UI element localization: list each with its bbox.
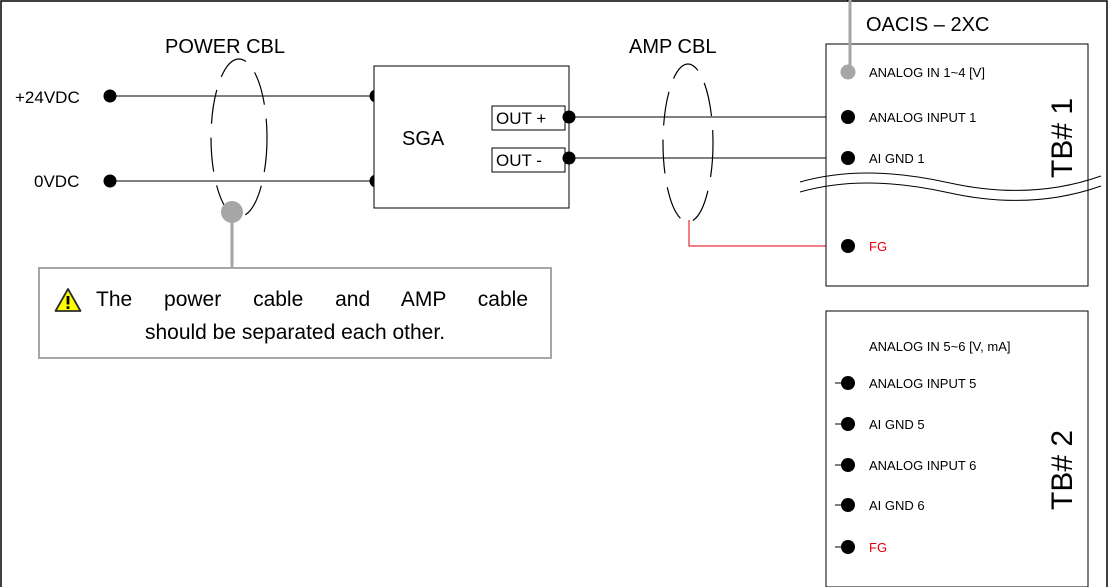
wire-fg-drain (688, 220, 848, 247)
power-shield-marker (221, 201, 243, 223)
sga-label: SGA (402, 128, 445, 150)
tb2-pin-ai-gnd-6 (835, 498, 855, 512)
tb2-pin-label-ai-gnd-5: AI GND 5 (869, 417, 925, 432)
sga-out-minus-box (491, 147, 566, 173)
tb1-label: TB# 1 (1046, 98, 1079, 178)
sga-box (373, 65, 570, 209)
power-plus-label: +24VDC (15, 88, 80, 107)
sga-out-plus-box (491, 105, 566, 131)
tb1-pin-label-fg: FG (869, 239, 887, 254)
tb1-pin-analog-input-1 (841, 110, 855, 124)
tb1-box (825, 43, 1089, 287)
tb2-label: TB# 2 (1046, 430, 1079, 510)
tb1-break-mark-lower (799, 182, 1102, 202)
tb2-pin-label-fg: FG (869, 540, 887, 555)
tb1-pin-ai-gnd-1 (841, 151, 855, 165)
amp-cable-label: AMP CBL (629, 36, 716, 58)
tb2-pin-label-analog-input-6: ANALOG INPUT 6 (869, 458, 976, 473)
tb2-box (825, 310, 1089, 587)
tb1-pin-label-ai-gnd-1: AI GND 1 (869, 151, 925, 166)
warning-note: The power cable and AMP cable should be … (38, 267, 552, 359)
power-zero-label: 0VDC (34, 172, 79, 191)
tb2-pin-label-ai-gnd-6: AI GND 6 (869, 498, 925, 513)
tb1-header-marker (840, 64, 856, 80)
warning-triangle-icon (54, 288, 82, 312)
tb1-break-mark-upper (799, 172, 1102, 192)
terminal-0vdc-source (103, 174, 117, 188)
warning-note-line2: should be separated each other. (144, 321, 446, 344)
warning-note-line1: The power cable and AMP cable (96, 288, 528, 311)
oacis-title: OACIS – 2XC (866, 14, 989, 36)
terminal-out-plus (562, 110, 576, 124)
tb2-pin-analog-input-6 (835, 458, 855, 472)
sga-out-plus-label: OUT + (496, 109, 546, 128)
terminal-24vdc-source (103, 89, 117, 103)
tb1-pin-label-analog-input-1: ANALOG INPUT 1 (869, 110, 976, 125)
tb1-pin-fg (841, 239, 855, 253)
tb2-header: ANALOG IN 5~6 [V, mA] (869, 339, 1011, 354)
sga-out-minus-label: OUT - (496, 151, 542, 170)
tb2-pin-fg (835, 540, 855, 554)
terminal-out-minus (562, 151, 576, 165)
power-cable-label: POWER CBL (165, 36, 285, 58)
tb1-header: ANALOG IN 1~4 [V] (869, 65, 985, 80)
tb2-pin-ai-gnd-5 (835, 417, 855, 431)
tb2-pin-analog-input-5 (835, 376, 855, 390)
warning-note-line1-row: The power cable and AMP cable (54, 286, 528, 314)
amp-cable-shield (662, 63, 714, 223)
power-cable-shield (210, 58, 268, 218)
tb2-pin-label-analog-input-5: ANALOG INPUT 5 (869, 376, 976, 391)
